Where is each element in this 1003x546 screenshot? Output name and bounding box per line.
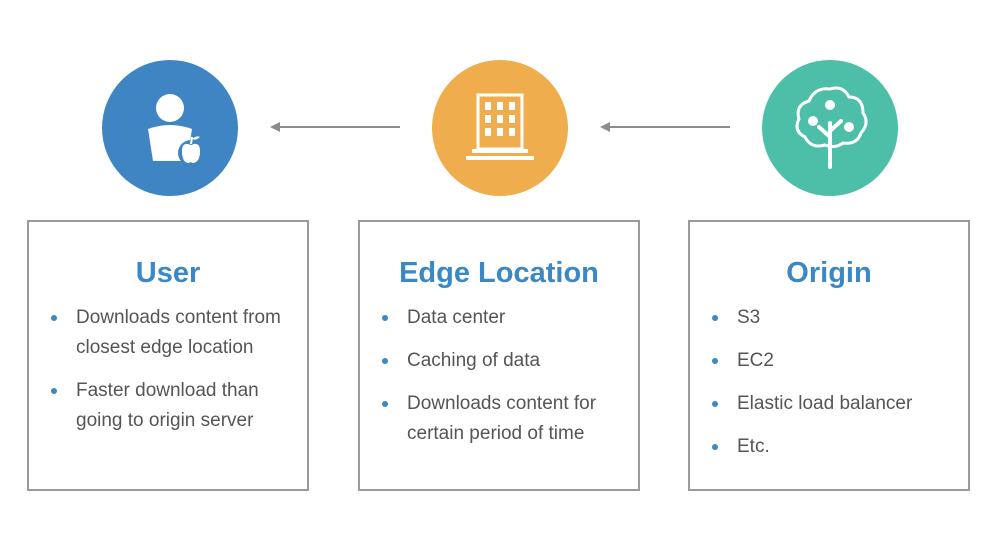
list-item: Caching of data: [382, 346, 628, 376]
list-item: Downloads content for certain period of …: [382, 389, 628, 449]
origin-bullet-list: S3 EC2 Elastic load balancer Etc.: [690, 303, 968, 462]
user-card: User Downloads content from closest edge…: [27, 220, 309, 491]
origin-card-title: Origin: [786, 257, 872, 289]
apple-tree-icon: [795, 86, 868, 169]
origin-circle: [762, 60, 898, 196]
list-item: Data center: [382, 303, 628, 333]
user-card-title: User: [135, 257, 201, 289]
person-with-apple-icon: [148, 94, 204, 166]
building-icon: [466, 93, 534, 160]
arrow-edge-to-user: [270, 122, 400, 132]
list-item: Elastic load balancer: [712, 389, 958, 419]
list-item: Etc.: [712, 432, 958, 462]
origin-card: Origin S3 EC2 Elastic load balancer Etc.: [688, 220, 970, 491]
edge-location-bullet-list: Data center Caching of data Downloads co…: [360, 303, 638, 449]
edge-location-card: Edge Location Data center Caching of dat…: [358, 220, 640, 491]
user-bullet-list: Downloads content from closest edge loca…: [29, 303, 307, 436]
list-item: Faster download than going to origin ser…: [51, 376, 297, 436]
arrow-origin-to-edge: [600, 122, 730, 132]
edge-location-circle: [432, 60, 568, 196]
list-item: S3: [712, 303, 958, 333]
list-item: EC2: [712, 346, 958, 376]
user-circle: [102, 60, 238, 196]
edge-location-card-title: Edge Location: [399, 257, 599, 289]
list-item: Downloads content from closest edge loca…: [51, 303, 297, 363]
